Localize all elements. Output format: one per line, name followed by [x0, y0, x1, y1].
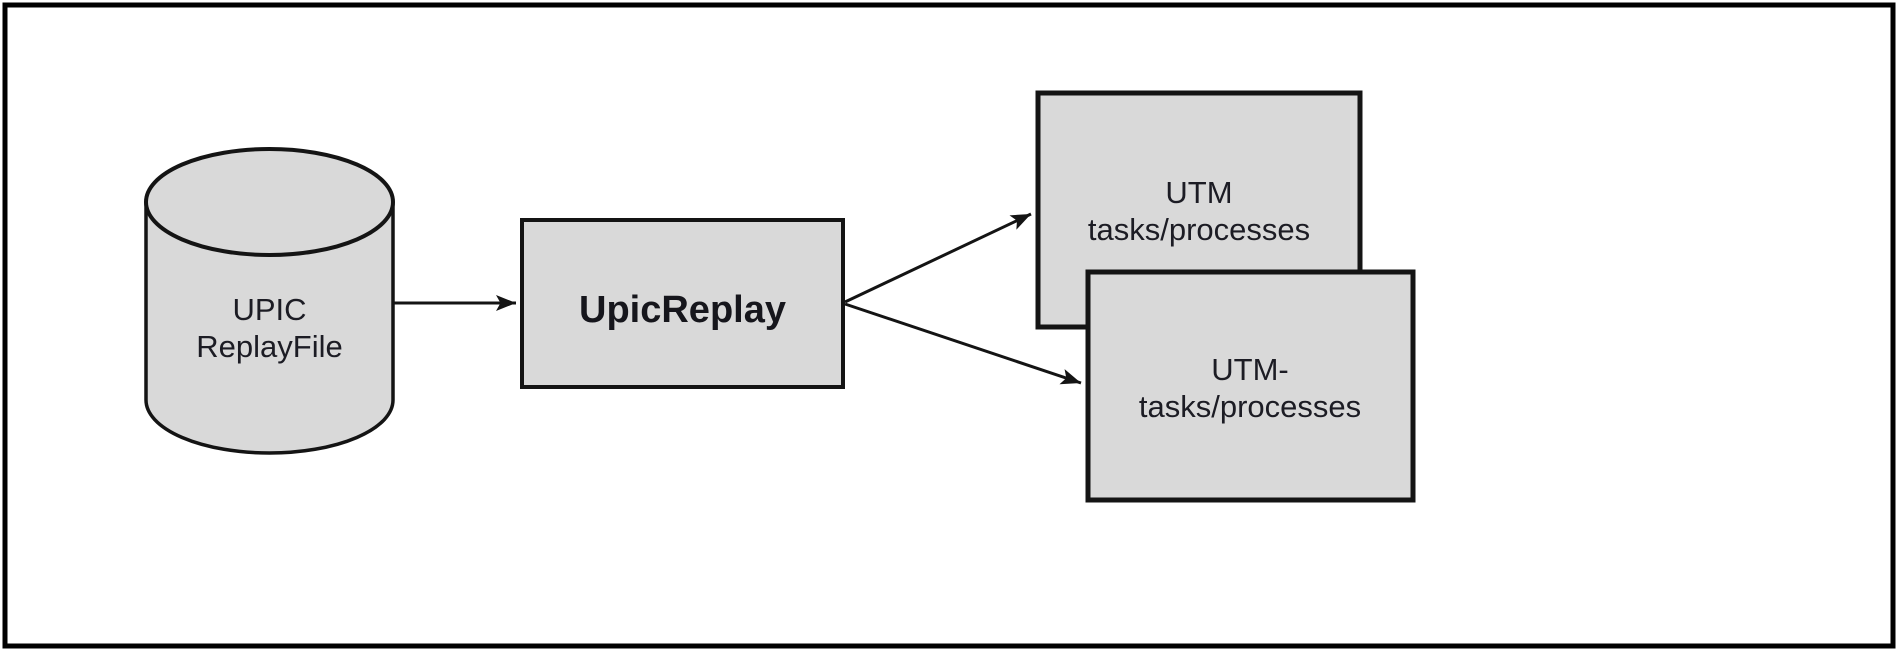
arrow-upicreplay-to-utm-back	[844, 212, 1032, 304]
replayfile-label-line1: UPIC	[232, 292, 306, 327]
cylinder-body	[144, 202, 395, 455]
upicreplay-label: UpicReplay	[579, 289, 786, 331]
replayfile-label-line2: ReplayFile	[196, 329, 342, 364]
node-upic-replayfile: UPIC ReplayFile	[144, 147, 395, 455]
cylinder-top	[144, 147, 395, 257]
arrow-upicreplay-to-utm-front	[844, 302, 1082, 385]
edge-upicreplay-to-utm-back	[844, 212, 1032, 304]
utm-front-label-line1: UTM-	[1211, 352, 1288, 387]
utm-tasks-front-box	[1085, 269, 1416, 503]
utm-front-label-line2: tasks/processes	[1139, 389, 1361, 424]
node-upicreplay: UpicReplay	[520, 218, 845, 389]
utm-back-label-line2: tasks/processes	[1088, 212, 1310, 247]
node-utm-tasks-front: UTM- tasks/processes	[1085, 269, 1416, 503]
upicreplay-box	[520, 218, 845, 389]
edge-upicreplay-to-utm-front	[844, 302, 1082, 385]
utm-back-label-line1: UTM	[1165, 175, 1232, 210]
